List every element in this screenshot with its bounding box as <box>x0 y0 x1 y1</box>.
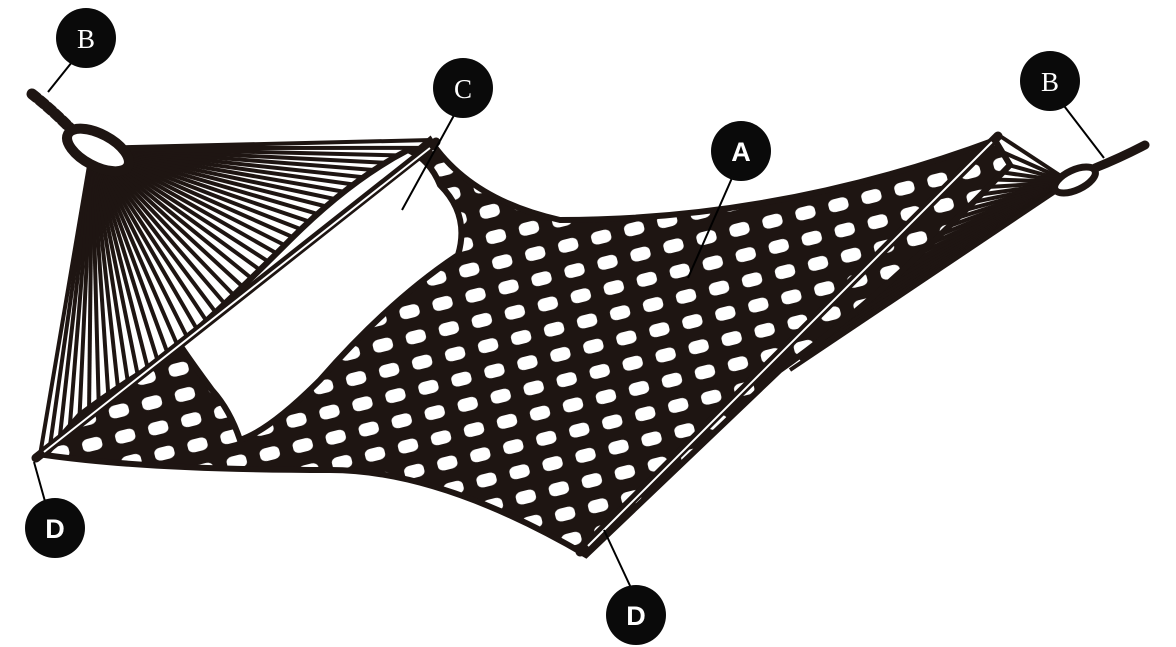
label-b-right: B <box>1020 51 1080 111</box>
label-c-text: C <box>454 74 472 104</box>
label-a-text: A <box>731 137 751 167</box>
label-d-left-text: D <box>45 514 65 544</box>
label-b-left: B <box>56 8 116 68</box>
label-b-right-text: B <box>1041 67 1059 97</box>
label-d-right-text: D <box>626 601 646 631</box>
pointer-d-left <box>34 462 46 505</box>
label-b-left-text: B <box>77 24 95 54</box>
label-d-left: D <box>25 498 85 558</box>
pointer-d-right <box>604 530 632 590</box>
label-d-right: D <box>606 585 666 645</box>
label-a: A <box>711 121 771 181</box>
right-ring <box>1051 162 1099 199</box>
label-c: C <box>433 58 493 118</box>
left-ring <box>60 120 135 180</box>
left-cord <box>32 94 70 128</box>
